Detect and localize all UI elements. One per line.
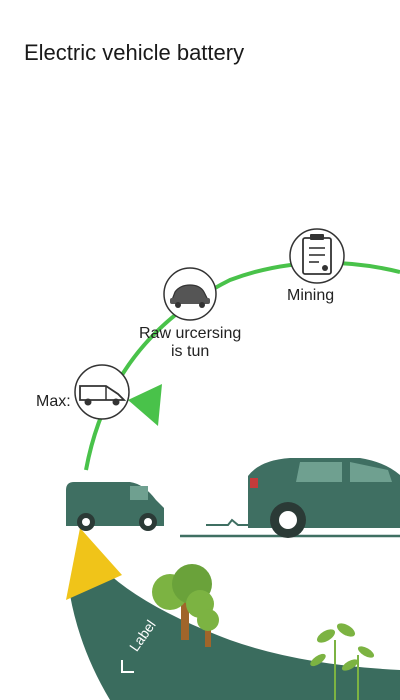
- sprout-icon: [310, 623, 375, 700]
- truck-icon: [74, 364, 130, 420]
- charge-cable: [206, 518, 248, 526]
- car-icon: [163, 267, 217, 321]
- mining-label: Mining: [287, 287, 335, 304]
- hill: [70, 568, 400, 700]
- max-label: Max:: [36, 393, 71, 410]
- cycle-arc: [84, 260, 400, 471]
- raw-processing-line-2: is tun: [171, 343, 210, 360]
- suv-icon: [248, 458, 400, 538]
- yellow-arrow: [66, 528, 122, 600]
- van-icon: [66, 482, 164, 531]
- clipboard-icon: [289, 228, 345, 284]
- raw-processing-label: Raw urcersing is tun: [139, 325, 241, 361]
- page-title: Electric vehicle battery: [24, 40, 245, 65]
- arrow-icon: [128, 384, 162, 426]
- raw-processing-line-1: Raw urcersing: [139, 325, 242, 342]
- bracket-mark: [121, 660, 134, 673]
- tree-icon: [152, 564, 219, 647]
